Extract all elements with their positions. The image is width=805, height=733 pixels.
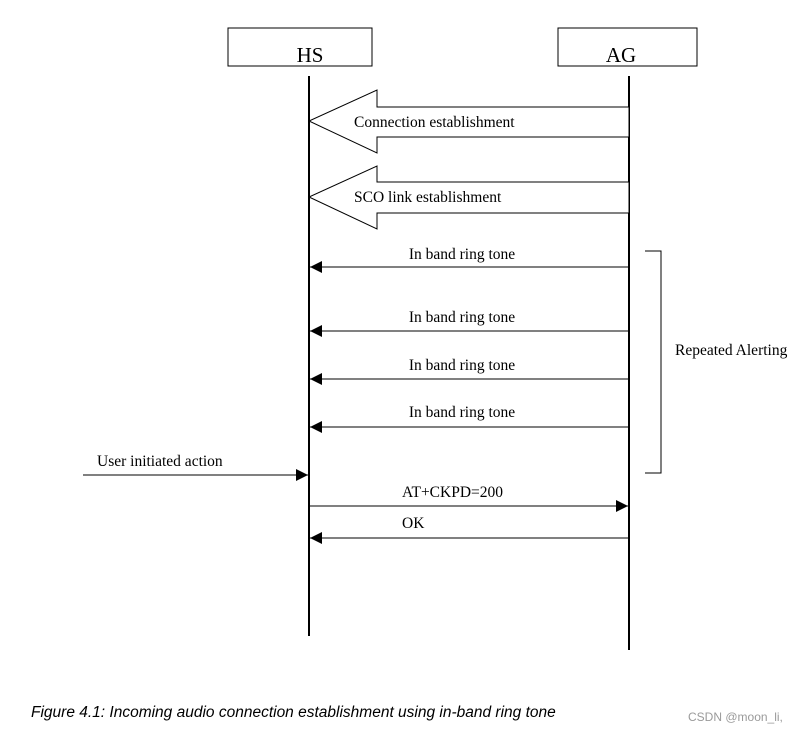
- participant-ag: AG: [557, 27, 698, 67]
- participant-hs: HS: [227, 27, 373, 67]
- sco-link-establishment-label: SCO link establishment: [354, 189, 502, 206]
- user-initiated-action-message: User initiated action: [83, 453, 308, 481]
- figure-caption: Figure 4.1: Incoming audio connection es…: [31, 704, 556, 721]
- ring-tone-label-3: In band ring tone: [409, 357, 515, 374]
- ring-tone-message-1: In band ring tone: [310, 246, 629, 273]
- sequence-diagram: HS AG Connection establishment SCO link …: [83, 27, 788, 650]
- at-ckpd-label: AT+CKPD=200: [402, 484, 503, 501]
- participant-ag-label: AG: [606, 43, 636, 67]
- ring-tone-label-2: In band ring tone: [409, 309, 515, 326]
- at-ckpd-message: AT+CKPD=200: [309, 484, 628, 512]
- watermark: CSDN @moon_li,: [688, 710, 783, 724]
- user-initiated-action-label: User initiated action: [97, 453, 223, 470]
- ring-tone-label-1: In band ring tone: [409, 246, 515, 263]
- ring-tone-label-4: In band ring tone: [409, 404, 515, 421]
- ring-tone-message-2: In band ring tone: [310, 309, 629, 337]
- connection-establishment-block-arrow: Connection establishment: [307, 89, 630, 154]
- repeated-alerting-bracket: Repeated Alerting: [645, 250, 788, 474]
- repeated-alerting-label: Repeated Alerting: [675, 342, 788, 359]
- sco-link-establishment-block-arrow: SCO link establishment: [307, 165, 630, 230]
- participant-hs-label: HS: [297, 43, 324, 67]
- connection-establishment-label: Connection establishment: [354, 114, 515, 131]
- ok-label: OK: [402, 515, 425, 532]
- ring-tone-message-4: In band ring tone: [310, 404, 629, 433]
- ok-message: OK: [310, 515, 629, 544]
- ring-tone-message-3: In band ring tone: [310, 357, 629, 385]
